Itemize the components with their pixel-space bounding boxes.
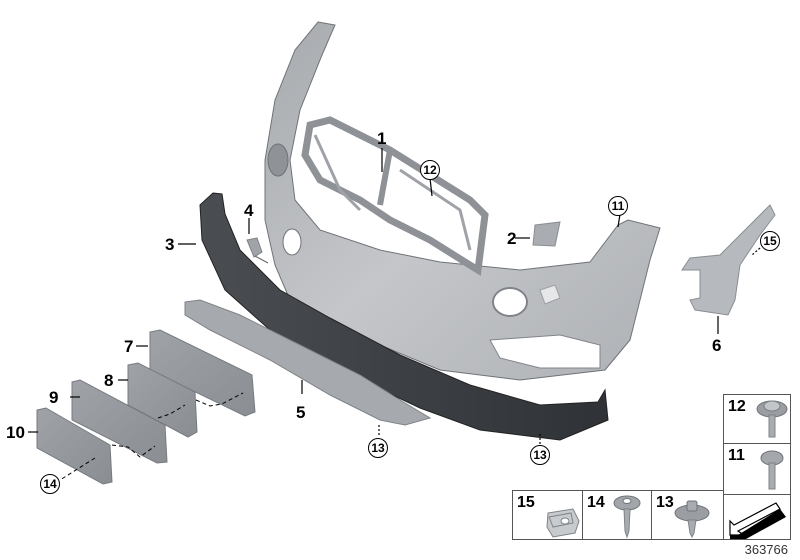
hardware-cell-15[interactable]: 15 xyxy=(512,490,583,540)
hardware-label-13: 13 xyxy=(656,494,674,511)
callout-9[interactable]: 9 xyxy=(49,388,59,407)
diagram-reference-number: 363766 xyxy=(744,542,788,557)
hardware-label-11: 11 xyxy=(728,447,745,464)
front-spoiler-lower[interactable] xyxy=(199,192,609,441)
callout-13-circled-b[interactable]: 13 xyxy=(530,445,550,465)
tow-eye-flap[interactable] xyxy=(532,221,561,247)
hardware-cell-arrow[interactable] xyxy=(723,494,791,540)
license-plate-base-10[interactable] xyxy=(36,407,113,485)
hardware-label-15: 15 xyxy=(517,494,535,511)
callout-15-circled[interactable]: 15 xyxy=(760,231,780,251)
hardware-label-12: 12 xyxy=(728,398,746,415)
grille-frame[interactable] xyxy=(301,116,489,276)
callout-10[interactable]: 10 xyxy=(6,423,25,442)
hardware-label-14: 14 xyxy=(587,494,605,511)
callout-4[interactable]: 4 xyxy=(244,201,254,220)
hardware-cell-14[interactable]: 14 xyxy=(582,490,652,540)
spring-nut-icon xyxy=(546,508,580,538)
direction-arrow-icon xyxy=(729,502,786,539)
side-bracket[interactable] xyxy=(681,204,776,316)
callout-5[interactable]: 5 xyxy=(296,403,306,422)
tapping-screw-icon xyxy=(613,495,641,539)
spoiler-trim-strip[interactable] xyxy=(184,299,432,426)
hardware-cell-12[interactable]: 12 xyxy=(723,394,791,444)
bumper-trim-panel[interactable] xyxy=(264,21,661,381)
callout-2[interactable]: 2 xyxy=(507,229,517,248)
side-cover[interactable] xyxy=(246,237,263,258)
callout-6[interactable]: 6 xyxy=(712,336,722,355)
callout-7[interactable]: 7 xyxy=(124,337,134,356)
collar-screw-icon xyxy=(760,450,784,490)
callout-13-circled-a[interactable]: 13 xyxy=(368,438,388,458)
callout-3[interactable]: 3 xyxy=(165,235,175,254)
hardware-cell-13[interactable]: 13 xyxy=(651,490,724,540)
expanding-rivet-icon xyxy=(674,500,710,539)
callout-8[interactable]: 8 xyxy=(104,371,114,390)
hardware-cell-11[interactable]: 11 xyxy=(723,443,791,495)
collar-screw-icon xyxy=(756,400,788,438)
callout-12-circled[interactable]: 12 xyxy=(420,160,440,180)
license-plate-base-9[interactable] xyxy=(71,379,168,464)
callout-1[interactable]: 1 xyxy=(377,129,387,148)
callout-14-circled[interactable]: 14 xyxy=(40,474,60,494)
callout-11-circled[interactable]: 11 xyxy=(608,196,628,216)
